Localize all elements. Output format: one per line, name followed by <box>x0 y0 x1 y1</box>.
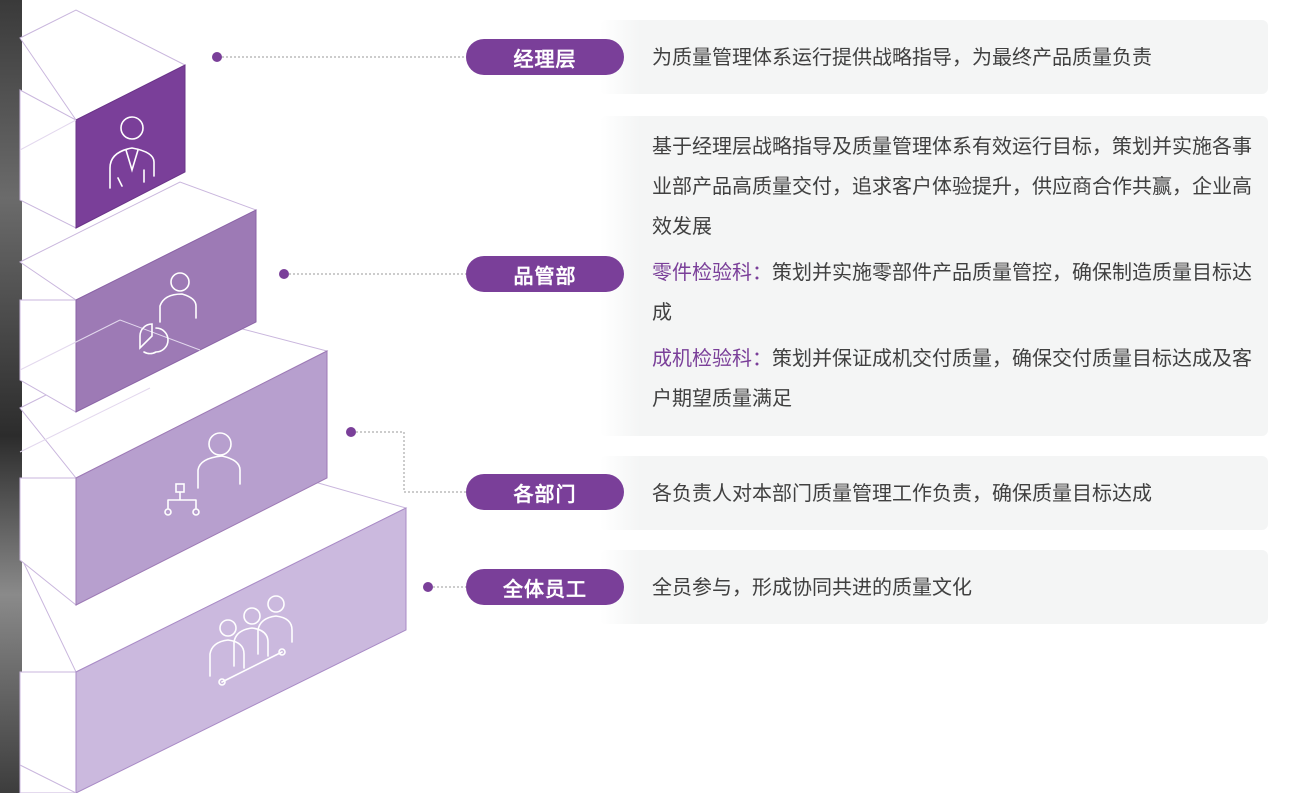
analyst-icon <box>139 272 197 355</box>
connector-all-staff <box>423 582 466 592</box>
quality-dept-description: 基于经理层战略指导及质量管理体系有效运行目标，策划并实施各事业部产品高质量交付，… <box>652 134 1252 238</box>
parts-inspection-title: 零件检验科： <box>652 260 772 284</box>
level-label-management: 经理层 <box>466 39 624 75</box>
quality-dept-card <box>600 116 1268 436</box>
level-label-quality-dept: 品管部 <box>466 256 624 292</box>
departments-description: 各负责人对本部门质量管理工作负责，确保质量目标达成 <box>652 481 1152 505</box>
management-card <box>600 20 1268 94</box>
background-photo-edge <box>0 0 22 793</box>
level-label-all-staff: 全体员工 <box>466 569 624 605</box>
manager-icon <box>109 116 155 189</box>
level-label-departments: 各部门 <box>466 474 624 510</box>
connector-management <box>212 52 466 62</box>
quality-dept-description-block: 基于经理层战略指导及质量管理体系有效运行目标，策划并实施各事业部产品高质量交付，… <box>652 126 1258 418</box>
org-chart-person-icon <box>164 432 241 516</box>
team-icon <box>209 595 293 686</box>
all-staff-card <box>600 550 1268 624</box>
management-description: 为质量管理体系运行提供战略指导，为最终产品质量负责 <box>652 45 1152 69</box>
tier-departments-block <box>19 317 329 607</box>
parts-inspection-text: 策划并实施零部件产品质量管控，确保制造质量目标达成 <box>652 260 1252 324</box>
quality-pyramid <box>19 9 466 793</box>
machine-inspection-text: 策划并保证成机交付质量，确保交付质量目标达成及客户期望质量满足 <box>652 346 1252 410</box>
parts-inspection-item: 零件检验科：策划并实施零部件产品质量管控，确保制造质量目标达成 <box>652 252 1258 332</box>
tier-quality-dept-block <box>19 181 258 413</box>
departments-card <box>600 456 1268 530</box>
all-staff-description: 全员参与，形成协同共进的质量文化 <box>652 575 972 599</box>
connector-quality-dept <box>279 269 466 279</box>
connector-departments <box>346 427 466 493</box>
tier-management-block <box>19 9 187 229</box>
machine-inspection-title: 成机检验科： <box>652 346 772 370</box>
machine-inspection-item: 成机检验科：策划并保证成机交付质量，确保交付质量目标达成及客户期望质量满足 <box>652 338 1258 418</box>
